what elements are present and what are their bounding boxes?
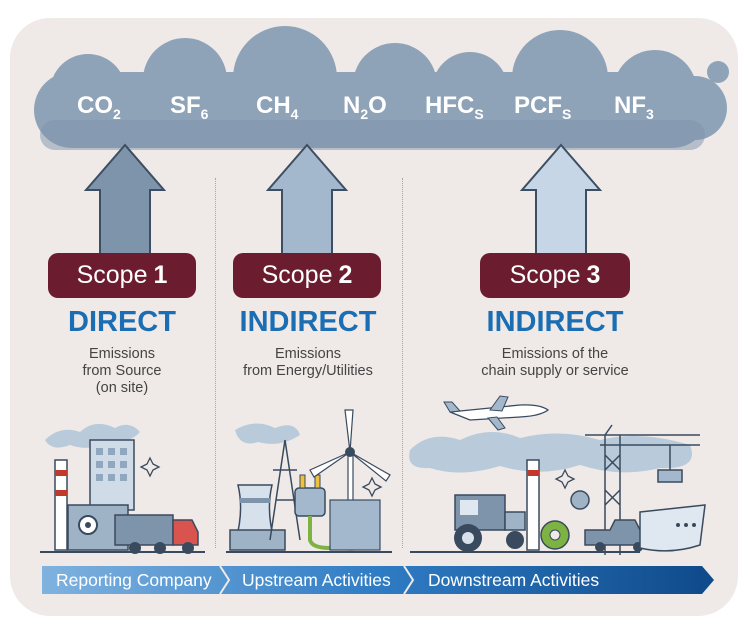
power-plant-icon: [229, 423, 301, 551]
gas-nf3: NF3: [614, 92, 654, 122]
column-divider: [215, 178, 216, 548]
sparkle-icon: [554, 468, 576, 490]
scope-1-description: Emissions from Source (on site): [82, 346, 162, 396]
column-divider: [402, 178, 403, 548]
gas-hfcs: HFCS: [425, 92, 484, 122]
stage-upstream-activities: Upstream Activities: [242, 570, 391, 590]
tractor-icon: [454, 494, 526, 552]
gear-icon: [78, 515, 98, 535]
up-arrow-icon: [265, 143, 349, 256]
wind-turbine-icon: [309, 409, 391, 551]
gas-n2o: N2O: [343, 92, 387, 122]
gas-co2: CO2: [77, 92, 121, 122]
scope-2-description: Emissions from Energy/Utilities: [243, 346, 373, 379]
sparkle-icon: [139, 456, 161, 478]
gas-ch4: CH4: [256, 92, 299, 122]
sparkle-icon: [361, 476, 383, 498]
cloud-shading: [40, 120, 705, 150]
airplane-icon: [443, 395, 550, 431]
gas-sf6: SF6: [170, 92, 209, 122]
up-arrow-icon: [83, 143, 167, 256]
factory-icon: [526, 459, 540, 551]
crane-icon: [585, 424, 700, 555]
scope-2-kind: INDIRECT: [239, 306, 377, 338]
cargo-ship-icon: [639, 504, 706, 552]
up-arrow-icon: [519, 143, 603, 256]
scope-3-kind: INDIRECT: [486, 306, 624, 338]
stage-arrow-bar: [42, 565, 714, 595]
downstream-smoke: [409, 431, 692, 473]
stage-downstream-activities: Downstream Activities: [428, 570, 600, 590]
gear-icon: [540, 490, 590, 550]
stage-reporting-company: Reporting Company: [56, 570, 212, 590]
scope-1-kind: DIRECT: [68, 306, 176, 338]
truck-icon: [114, 514, 199, 554]
factory-icon: [45, 423, 140, 551]
scope-3-description: Emissions of the chain supply or service: [481, 346, 629, 379]
gas-pcfs: PCFS: [514, 92, 572, 122]
